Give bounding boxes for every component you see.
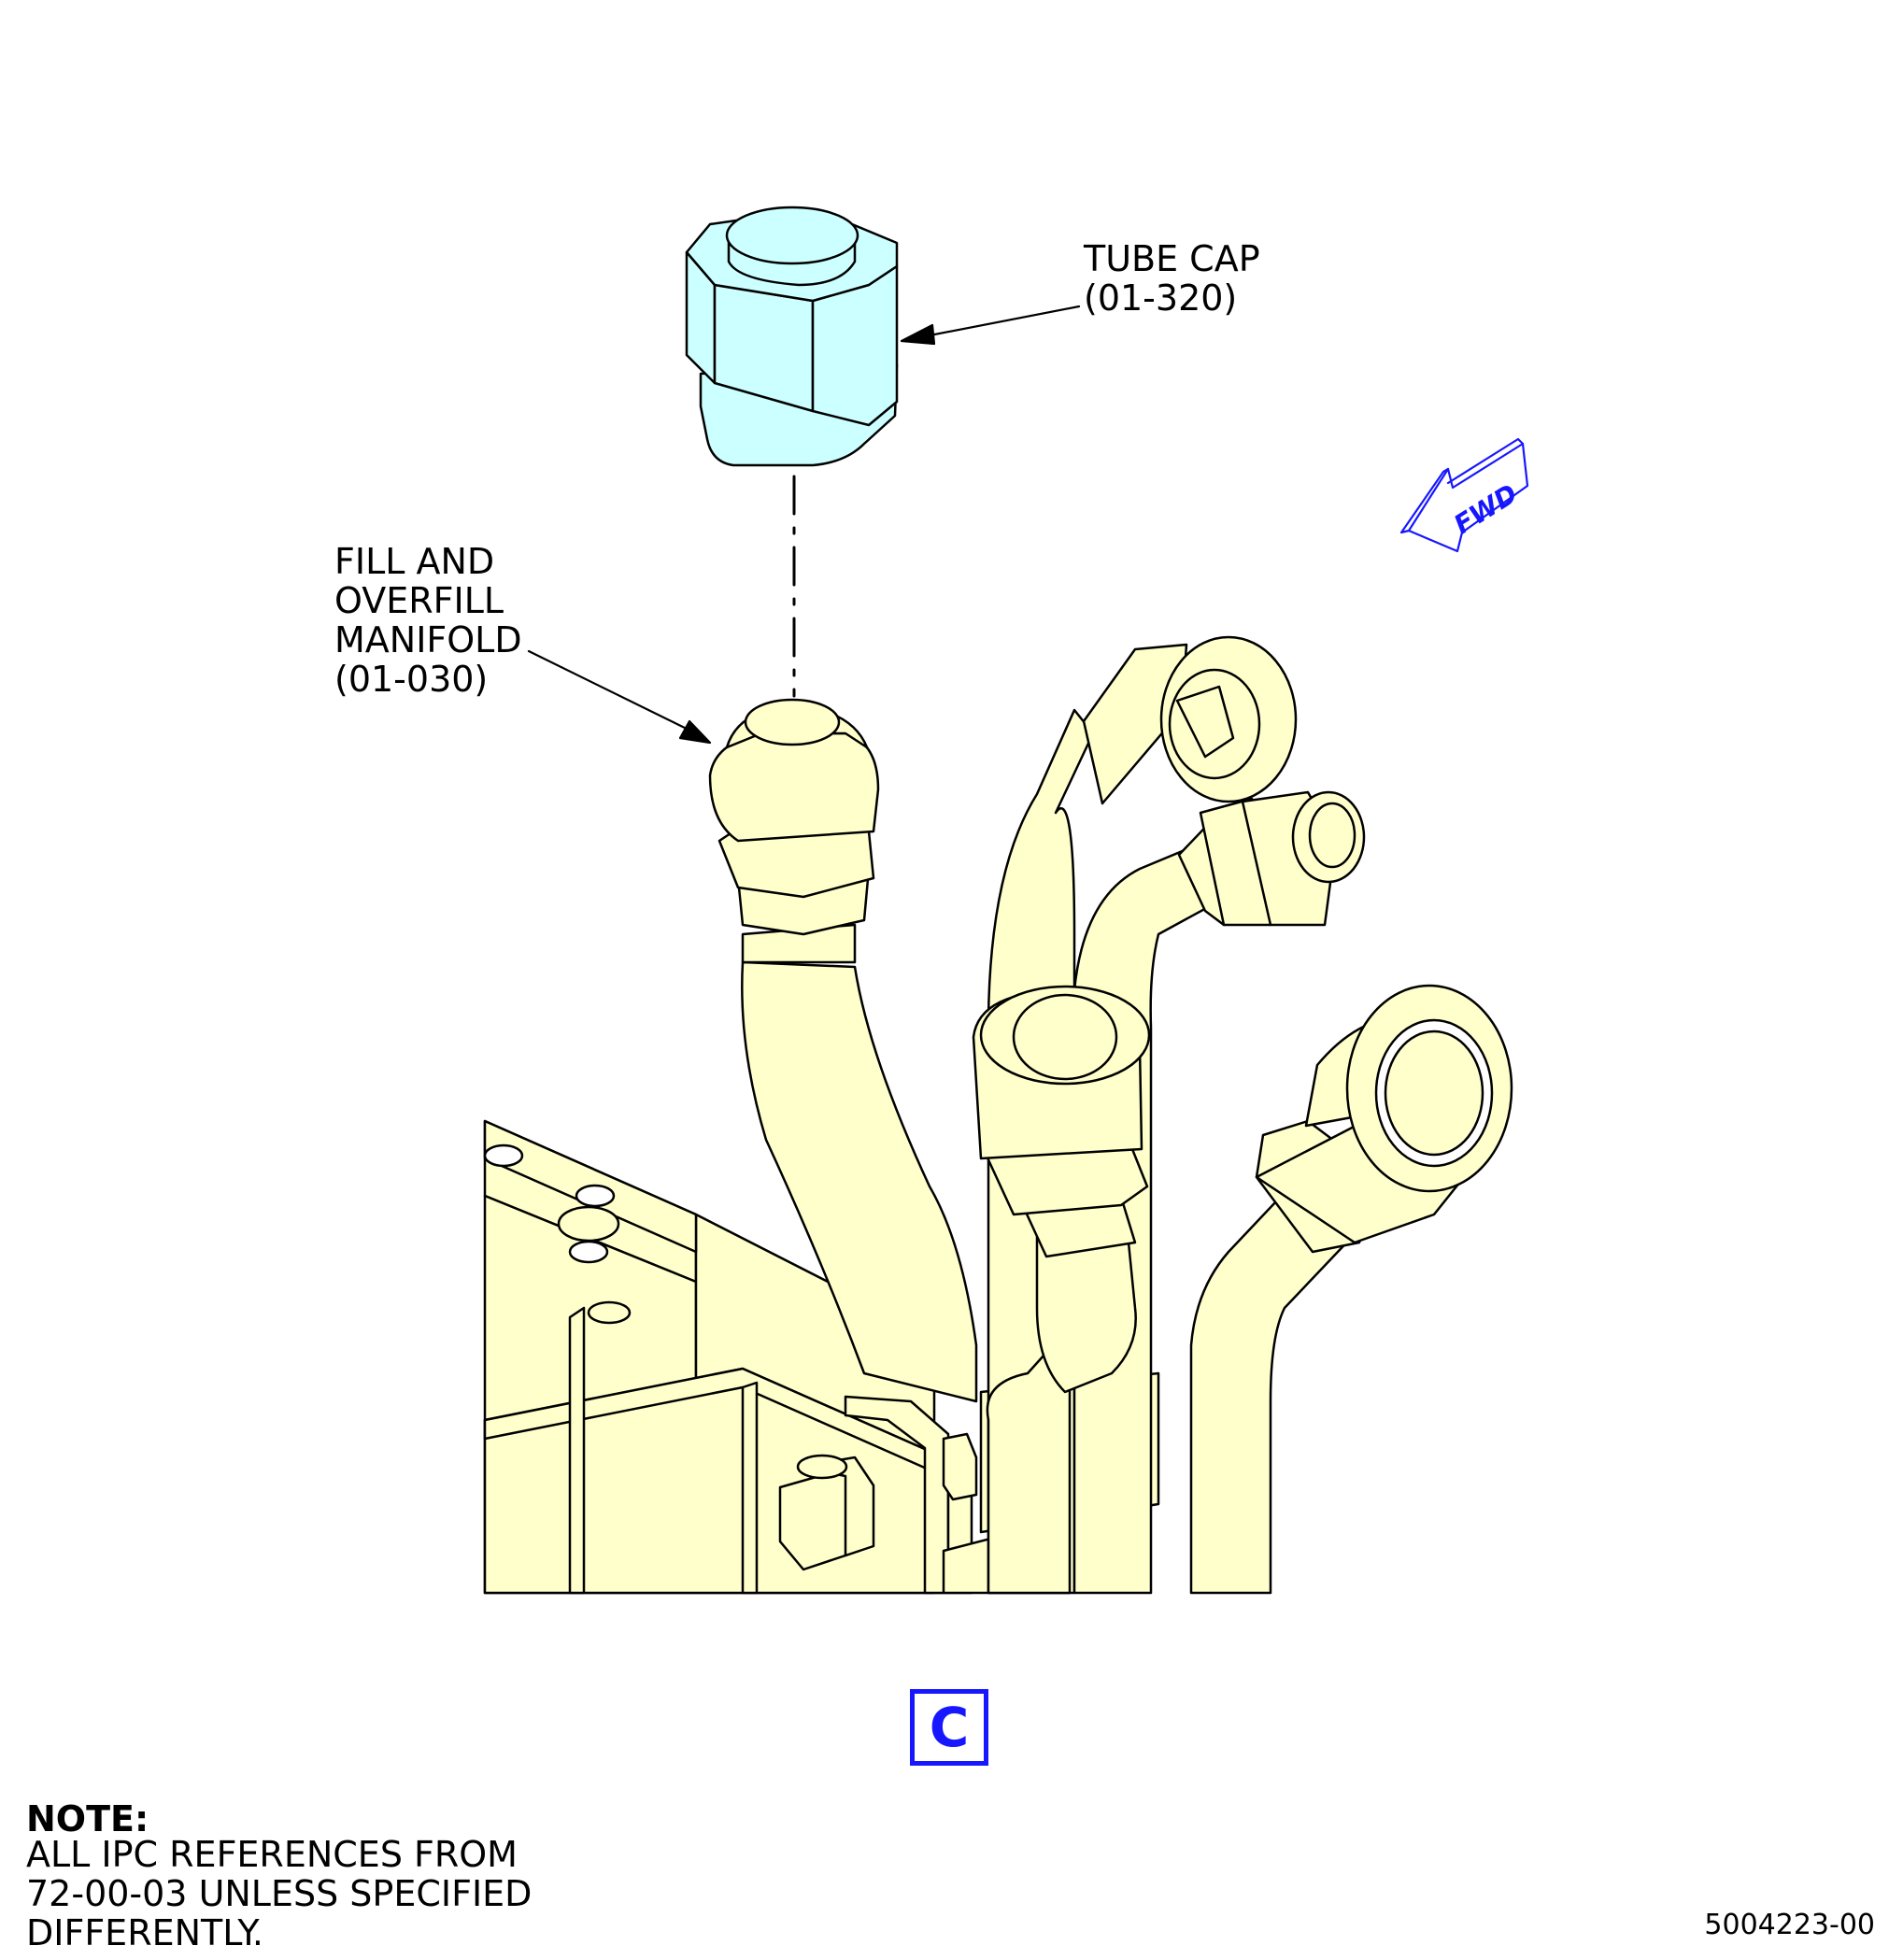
manifold-tube <box>708 698 978 1403</box>
view-letter: C <box>929 1696 970 1759</box>
tube-cap-callout: TUBE CAP (01-320) <box>1084 238 1260 319</box>
view-indicator: C <box>910 1689 988 1766</box>
leader-lines <box>527 305 1081 745</box>
fwd-arrow-icon <box>1399 437 1529 553</box>
tube-cap <box>685 206 899 467</box>
note-title: NOTE: <box>26 1798 149 1839</box>
tube-center <box>972 985 1151 1595</box>
tube-front-right <box>1189 984 1513 1595</box>
manifold-callout: FILL AND OVERFILL MANIFOLD (01-030) <box>334 541 522 700</box>
fwd-label: FWD <box>1448 478 1523 541</box>
figure-number: 5004223-00 <box>1704 1909 1875 1941</box>
note-body: ALL IPC REFERENCES FROM 72-00-03 UNLESS … <box>26 1834 533 1953</box>
